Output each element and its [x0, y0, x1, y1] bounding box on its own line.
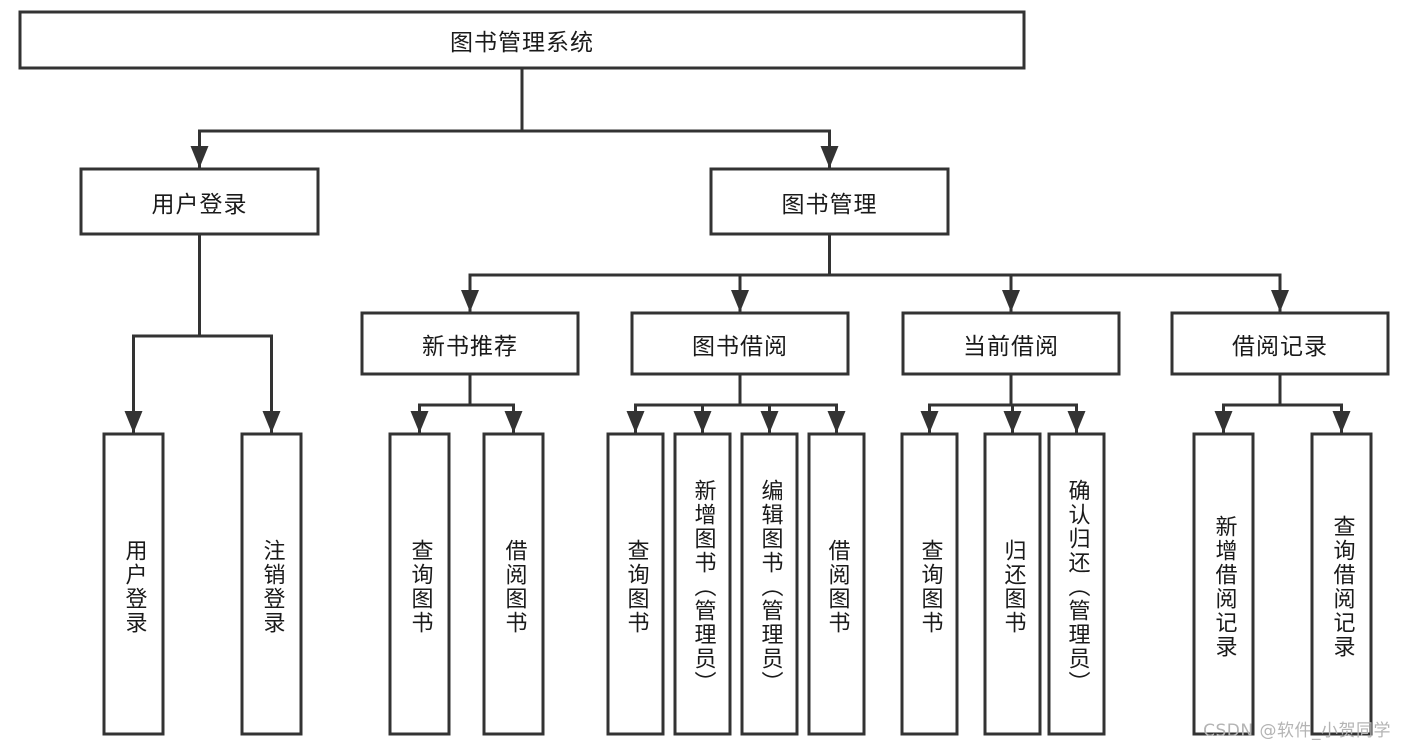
arrow-head-icon	[190, 146, 209, 168]
level2-node-box[interactable]	[1170, 311, 1390, 376]
arrow-head-icon	[262, 411, 281, 433]
arrow-head-icon	[820, 146, 839, 168]
arrow-head-icon	[1003, 411, 1022, 433]
leaf-node-box[interactable]	[900, 432, 959, 736]
leaf-node-box[interactable]	[807, 432, 866, 736]
arrow-head-icon	[693, 411, 712, 433]
arrow-head-icon	[1002, 290, 1020, 312]
arrow-head-icon	[731, 290, 749, 312]
level1-node-box[interactable]	[79, 167, 320, 236]
node-layer	[18, 10, 1390, 736]
leaf-node-box[interactable]	[740, 432, 799, 736]
arrow-head-icon	[626, 411, 645, 433]
leaf-node-box[interactable]	[1192, 432, 1255, 736]
arrow-head-icon	[504, 411, 523, 433]
leaf-node-box[interactable]	[673, 432, 732, 736]
arrow-head-icon	[1067, 411, 1086, 433]
leaf-node-box[interactable]	[240, 432, 303, 736]
leaf-node-box[interactable]	[102, 432, 165, 736]
root-node-box[interactable]	[18, 10, 1026, 70]
leaf-node-box[interactable]	[1047, 432, 1106, 736]
arrow-head-icon	[410, 411, 429, 433]
leaf-node-box[interactable]	[388, 432, 451, 736]
level1-node-box[interactable]	[709, 167, 950, 236]
arrow-head-icon	[920, 411, 939, 433]
level2-node-box[interactable]	[901, 311, 1121, 376]
arrow-head-icon	[461, 290, 479, 312]
watermark-text: CSDN @软件_小贺同学	[1203, 721, 1391, 741]
leaf-node-box[interactable]	[983, 432, 1042, 736]
arrow-head-icon	[1332, 411, 1351, 433]
level2-node-box[interactable]	[630, 311, 850, 376]
arrow-head-icon	[760, 411, 779, 433]
arrow-head-icon	[124, 411, 143, 433]
connector-layer	[124, 66, 1351, 434]
leaf-node-box[interactable]	[606, 432, 665, 736]
arrow-head-icon	[827, 411, 846, 433]
arrow-head-icon	[1214, 411, 1233, 433]
arrow-head-icon	[1271, 290, 1289, 312]
leaf-node-box[interactable]	[482, 432, 545, 736]
level2-node-box[interactable]	[360, 311, 580, 376]
leaf-node-box[interactable]	[1310, 432, 1373, 736]
